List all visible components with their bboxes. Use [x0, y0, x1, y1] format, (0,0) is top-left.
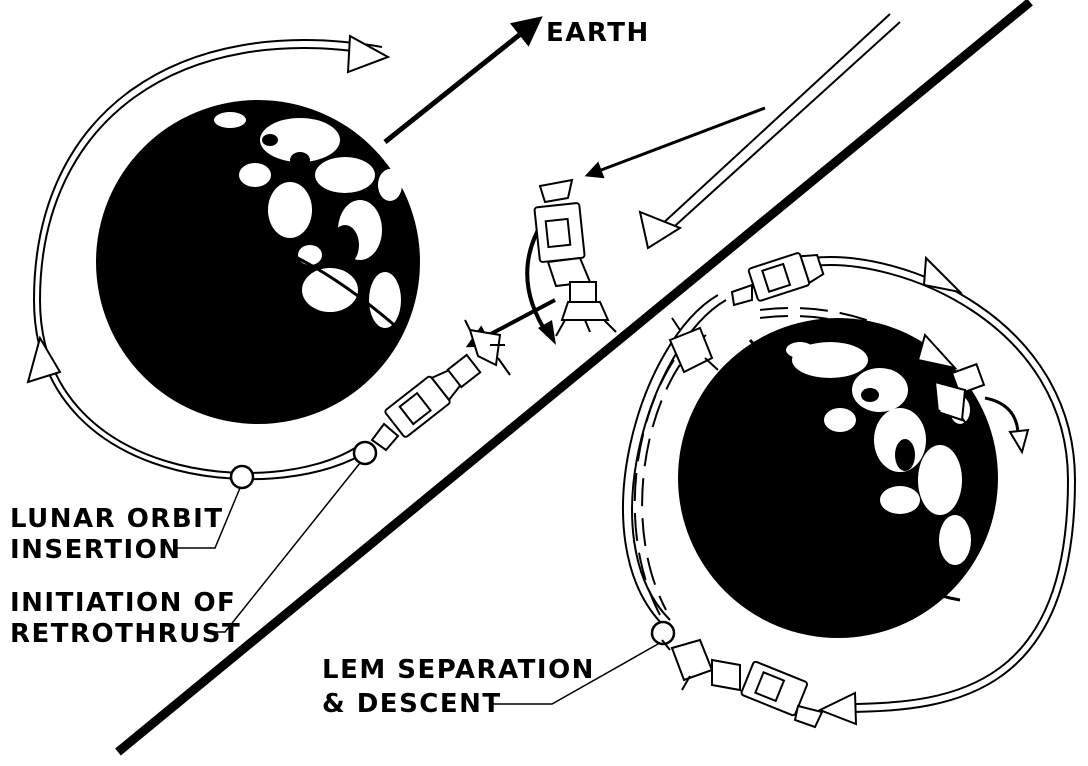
- retrothrust-point: [354, 442, 376, 464]
- retrothrust-label-line1: INITIATION OF: [10, 590, 236, 616]
- earth-label: EARTH: [546, 20, 650, 46]
- lunar-orbit-insertion-label-line2: INSERTION: [10, 537, 182, 563]
- orbit-arrowhead-top: [348, 36, 388, 72]
- incoming-trajectory: [470, 14, 900, 345]
- right-orbit-arrowhead-top: [924, 258, 960, 292]
- left-moon: [96, 100, 420, 424]
- spacecraft-bottom: [662, 640, 822, 727]
- right-orbit-arrowhead-bottom: [820, 693, 856, 724]
- lem-separation-label-line2: & DESCENT: [322, 691, 502, 717]
- earth-arrow: [385, 20, 538, 142]
- orbit-arrowhead-left: [28, 338, 60, 382]
- spacecraft-vertical: [534, 180, 616, 336]
- lem-separation-label-line1: LEM SEPARATION: [322, 657, 595, 683]
- lunar-orbit-insertion-label-line1: LUNAR ORBIT: [10, 506, 224, 532]
- retrothrust-label-line2: RETROTHRUST: [10, 621, 241, 647]
- orbit-insertion-point: [231, 466, 253, 488]
